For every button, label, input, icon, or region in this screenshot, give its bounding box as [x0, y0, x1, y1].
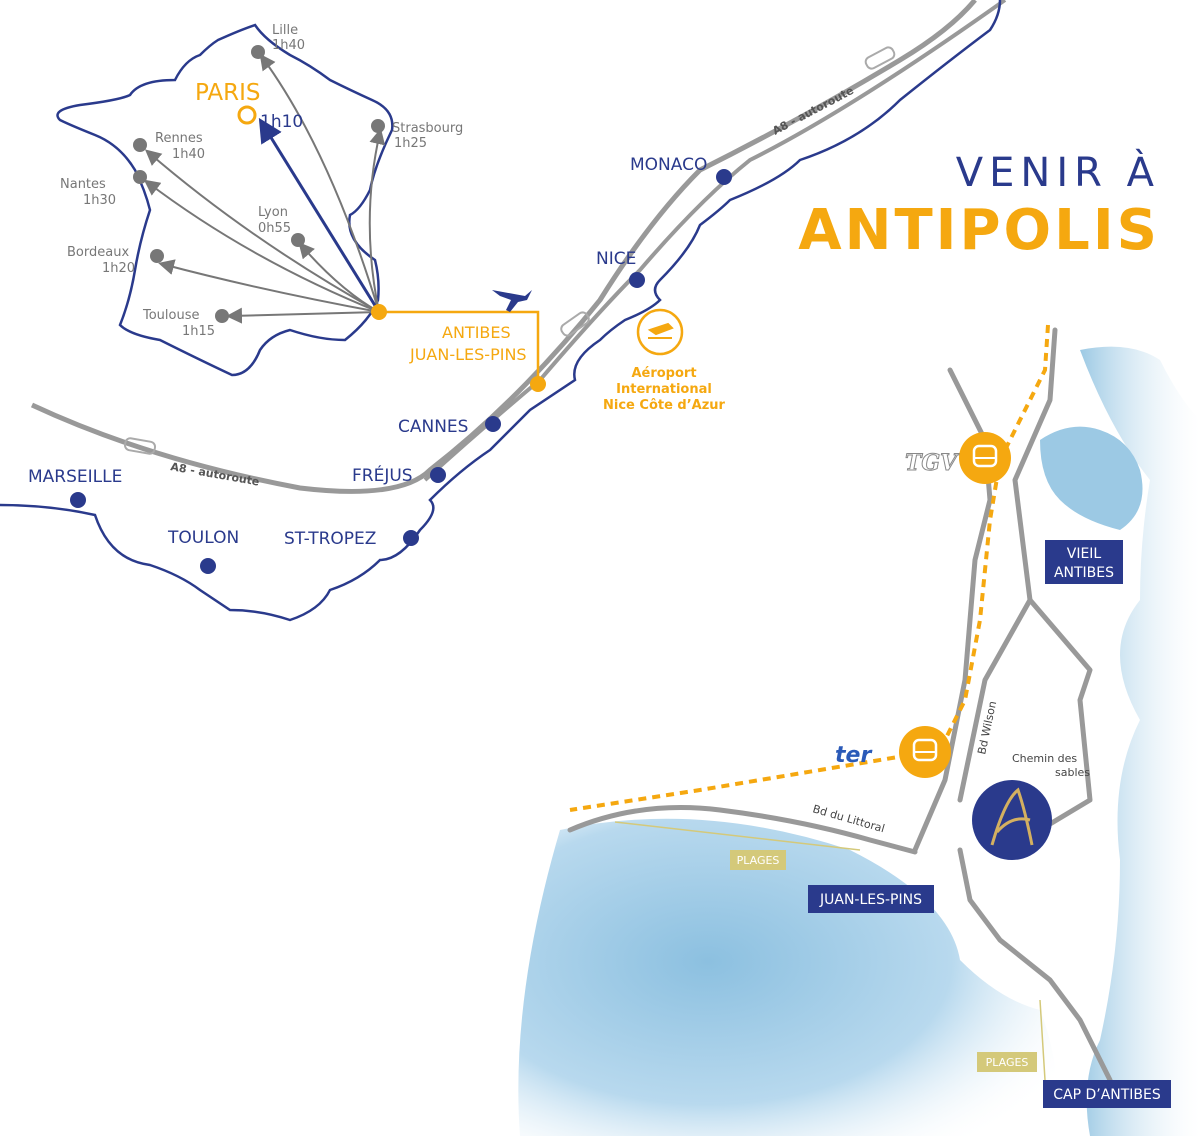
svg-text:JUAN-LES-PINS: JUAN-LES-PINS — [819, 892, 922, 908]
city-label-toulon: TOULON — [167, 528, 239, 548]
city-labels: MONACO NICE CANNES FRÉJUS MARSEILLE TOUL… — [28, 155, 707, 549]
city-label-frejus: FRÉJUS — [352, 464, 413, 486]
chemin-sables-label-2: sables — [1055, 766, 1090, 779]
a8-autoroute — [30, 0, 977, 494]
vieil-antibes-box: VIEIL ANTIBES — [1045, 540, 1123, 584]
nice-dot — [629, 272, 645, 288]
lille-time: 1h40 — [272, 38, 305, 53]
coastal-road — [423, 0, 1007, 482]
marseille-dot — [70, 492, 86, 508]
svg-text:CAP D’ANTIBES: CAP D’ANTIBES — [1053, 1087, 1161, 1103]
rennes-time: 1h40 — [172, 147, 205, 162]
france-dots — [133, 45, 385, 323]
city-label-marseille: MARSEILLE — [28, 467, 122, 487]
st-tropez-dot — [403, 530, 419, 546]
toulouse-dot — [215, 309, 229, 323]
france-labels: PARIS 1h10 Lille 1h40 Strasbourg 1h25 Re… — [60, 23, 463, 339]
svg-text:PLAGES: PLAGES — [986, 1056, 1029, 1069]
city-label-monaco: MONACO — [630, 155, 707, 175]
strasbourg-dot — [371, 119, 385, 133]
tgv-station: TGV — [905, 432, 1011, 484]
lille-label: Lille — [272, 23, 298, 38]
origin-antibes-dot — [371, 304, 387, 320]
arrow-rennes — [144, 149, 380, 313]
plages-cap: PLAGES — [977, 999, 1046, 1081]
arrow-paris — [258, 117, 381, 313]
cannes-dot — [485, 416, 501, 432]
strasbourg-label: Strasbourg — [392, 121, 463, 136]
bordeaux-label: Bordeaux — [67, 245, 129, 260]
arrow-toulouse — [226, 307, 380, 324]
ter-logo: ter — [835, 743, 872, 768]
juan-les-pins-box: JUAN-LES-PINS — [808, 885, 934, 913]
rennes-label: Rennes — [155, 131, 203, 146]
airport-marker — [636, 308, 684, 356]
tgv-logo: TGV — [905, 450, 959, 476]
car-icon — [123, 46, 896, 455]
local-sea — [518, 346, 1200, 1136]
arrow-strasbourg — [368, 128, 386, 313]
svg-text:PLAGES: PLAGES — [737, 854, 780, 867]
rennes-dot — [133, 138, 147, 152]
frejus-dot — [430, 467, 446, 483]
toulon-dot — [200, 558, 216, 574]
arrow-lille — [259, 53, 380, 313]
lyon-time: 0h55 — [258, 221, 291, 236]
a8-label-west: A8 - autoroute — [169, 460, 260, 488]
bd-littoral-label: Bd du Littoral — [811, 802, 886, 835]
title-line-2: ANTIPOLIS — [798, 198, 1160, 263]
ter-station: ter — [835, 726, 951, 778]
antibes-label-2: JUAN-LES-PINS — [409, 345, 527, 364]
city-label-nice: NICE — [596, 249, 636, 269]
antipolis-logo — [972, 780, 1052, 860]
riviera-coastline — [0, 0, 1002, 622]
france-route-arrows — [143, 53, 386, 324]
bordeaux-time: 1h20 — [102, 261, 135, 276]
lille-dot — [251, 45, 265, 59]
toulouse-time: 1h15 — [182, 324, 215, 339]
france-outline — [56, 23, 394, 377]
nantes-dot — [133, 170, 147, 184]
city-label-st-tropez: ST-TROPEZ — [284, 529, 376, 549]
antibes-dot — [530, 376, 546, 392]
antibes-label-1: ANTIBES — [442, 323, 511, 342]
paris-label: PARIS — [195, 80, 261, 106]
bordeaux-dot — [150, 249, 164, 263]
title-line-1: VENIR À — [955, 150, 1160, 196]
arrow-lyon — [298, 241, 380, 313]
paris-time: 1h10 — [260, 112, 303, 132]
arrow-nantes — [143, 179, 380, 313]
a8-label-east: A8 - autoroute — [770, 84, 856, 138]
toulouse-label: Toulouse — [142, 308, 200, 323]
strasbourg-time: 1h25 — [394, 136, 427, 151]
paris-dot — [237, 105, 257, 125]
city-dots — [70, 169, 732, 574]
nantes-label: Nantes — [60, 177, 106, 192]
plages-juan: PLAGES — [614, 821, 861, 870]
chemin-sables-label-1: Chemin des — [1012, 752, 1077, 765]
svg-text:ANTIBES: ANTIBES — [1054, 565, 1114, 581]
airport-label-3: Nice Côte d’Azur — [603, 398, 726, 413]
city-label-cannes: CANNES — [398, 417, 468, 437]
lyon-dot — [291, 233, 305, 247]
monaco-dot — [716, 169, 732, 185]
airport-label-1: Aéroport — [631, 366, 696, 381]
antibes-connector — [379, 310, 540, 382]
airport-label-2: International — [616, 382, 712, 397]
nantes-time: 1h30 — [83, 193, 116, 208]
svg-text:VIEIL: VIEIL — [1067, 546, 1102, 562]
arrow-bordeaux — [158, 259, 380, 313]
cap-antibes-box: CAP D’ANTIBES — [1043, 1080, 1171, 1108]
lyon-label: Lyon — [258, 205, 288, 220]
